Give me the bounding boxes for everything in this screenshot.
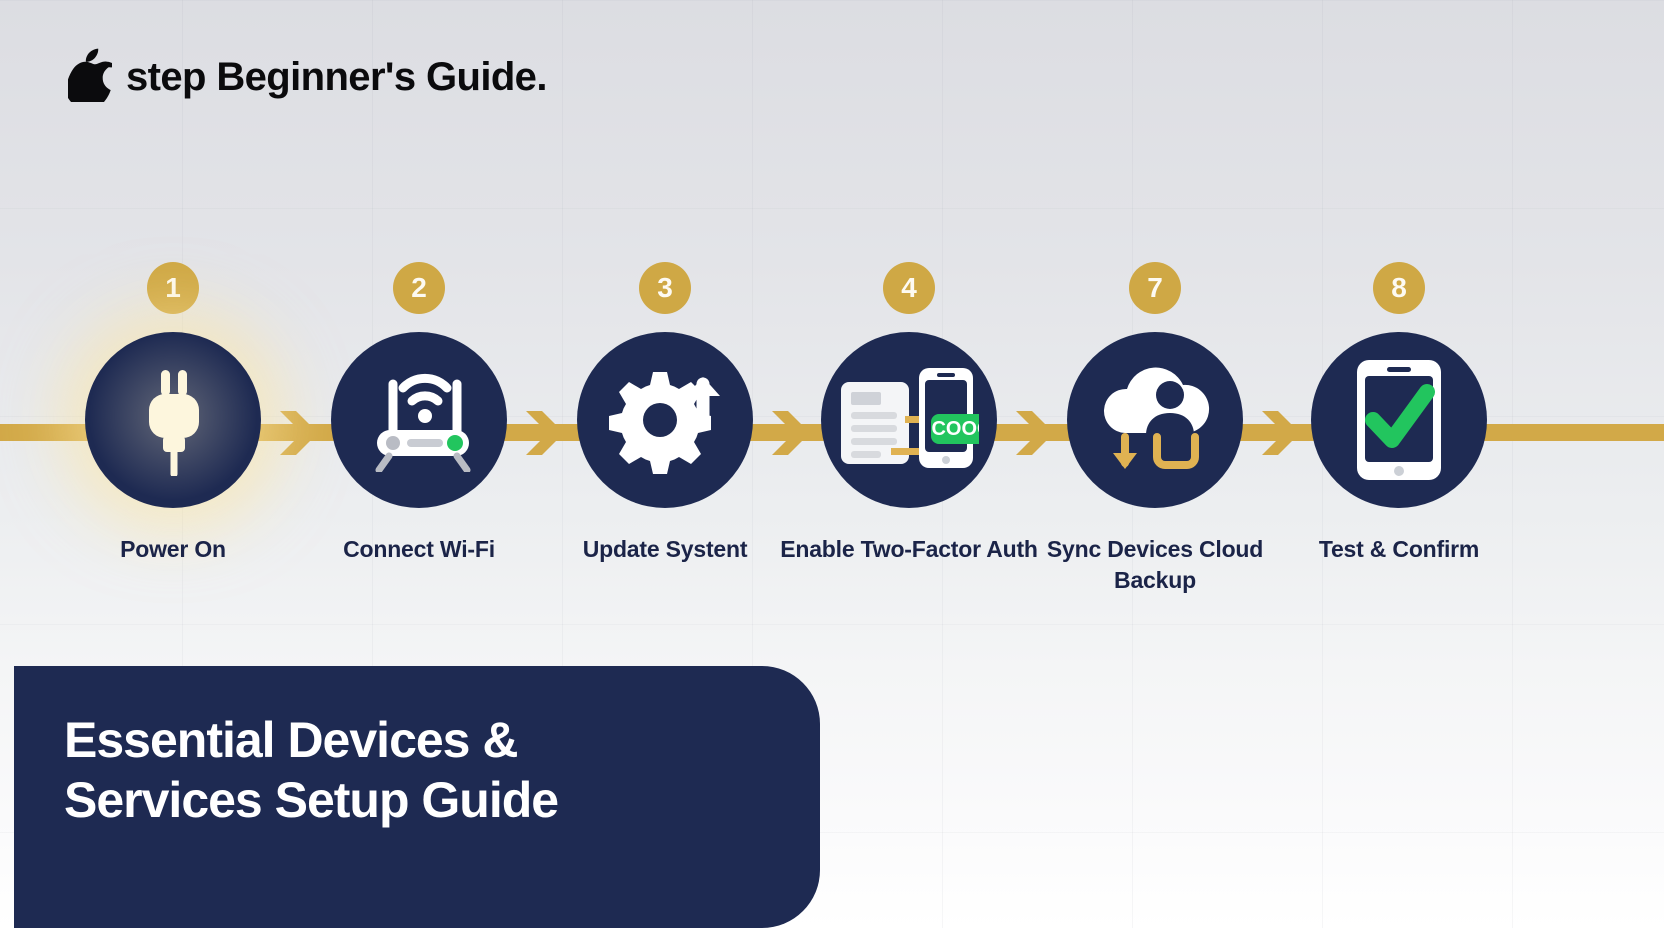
- step-7-badge: 7: [1129, 262, 1181, 314]
- step-2-badge: 2: [393, 262, 445, 314]
- step-8-badge: 8: [1373, 262, 1425, 314]
- chevron-arrow-5: [1262, 411, 1300, 455]
- apple-logo-icon: [65, 48, 118, 107]
- bottom-banner: Essential Devices & Services Setup Guide: [14, 666, 820, 928]
- chevron-arrow-4: [1016, 411, 1054, 455]
- step-1-disc: [79, 326, 267, 514]
- otp-badge-text: COOO: [931, 418, 979, 440]
- step-2-label: Connect Wi-Fi: [343, 536, 495, 562]
- chevron-arrow-1: [280, 411, 318, 455]
- wifi-router-icon: [375, 373, 471, 472]
- banner-title: Essential Devices & Services Setup Guide: [64, 712, 559, 828]
- power-plug-icon: [149, 370, 199, 476]
- header: step Beginner's Guide.: [65, 48, 547, 107]
- step-7-label: Sync Devices Cloud Backup: [1046, 536, 1264, 594]
- chevron-arrow-3: [772, 411, 810, 455]
- gear-update-arrow-icon: [609, 372, 720, 474]
- step-4-badge: 4: [883, 262, 935, 314]
- two-factor-auth-icon: COOO: [841, 368, 979, 468]
- step-3-disc: [577, 332, 753, 508]
- cloud-sync-user-icon: [1103, 367, 1210, 469]
- step-1-badge: 1: [147, 262, 199, 314]
- step-4-label: Enable Two-Factor Auth: [780, 536, 1038, 562]
- step-1-label: Power On: [120, 536, 226, 562]
- step-3-label: Update Systent: [582, 536, 748, 562]
- step-2-disc: [331, 332, 507, 508]
- step-4-disc: COOO: [821, 332, 997, 508]
- step-8-disc: [1311, 332, 1487, 508]
- step-7-disc: [1067, 332, 1243, 508]
- chevron-arrow-2: [526, 411, 564, 455]
- step-8-label: Test & Confirm: [1318, 536, 1480, 562]
- step-3-badge: 3: [639, 262, 691, 314]
- tablet-checkmark-icon: [1357, 360, 1441, 480]
- page-title: step Beginner's Guide.: [126, 55, 547, 99]
